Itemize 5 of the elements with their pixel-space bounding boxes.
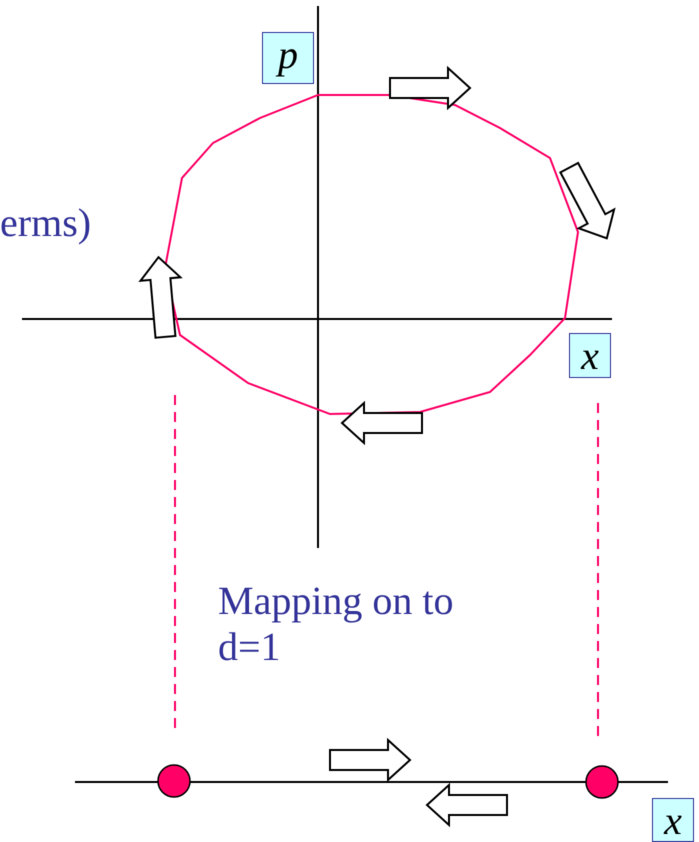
axis-label: p xyxy=(262,32,314,84)
note-text: Mapping on to d=1 xyxy=(218,578,455,670)
note-text: erms) xyxy=(0,200,92,246)
axis-label: x xyxy=(652,798,694,842)
axis-label: x xyxy=(569,333,611,378)
